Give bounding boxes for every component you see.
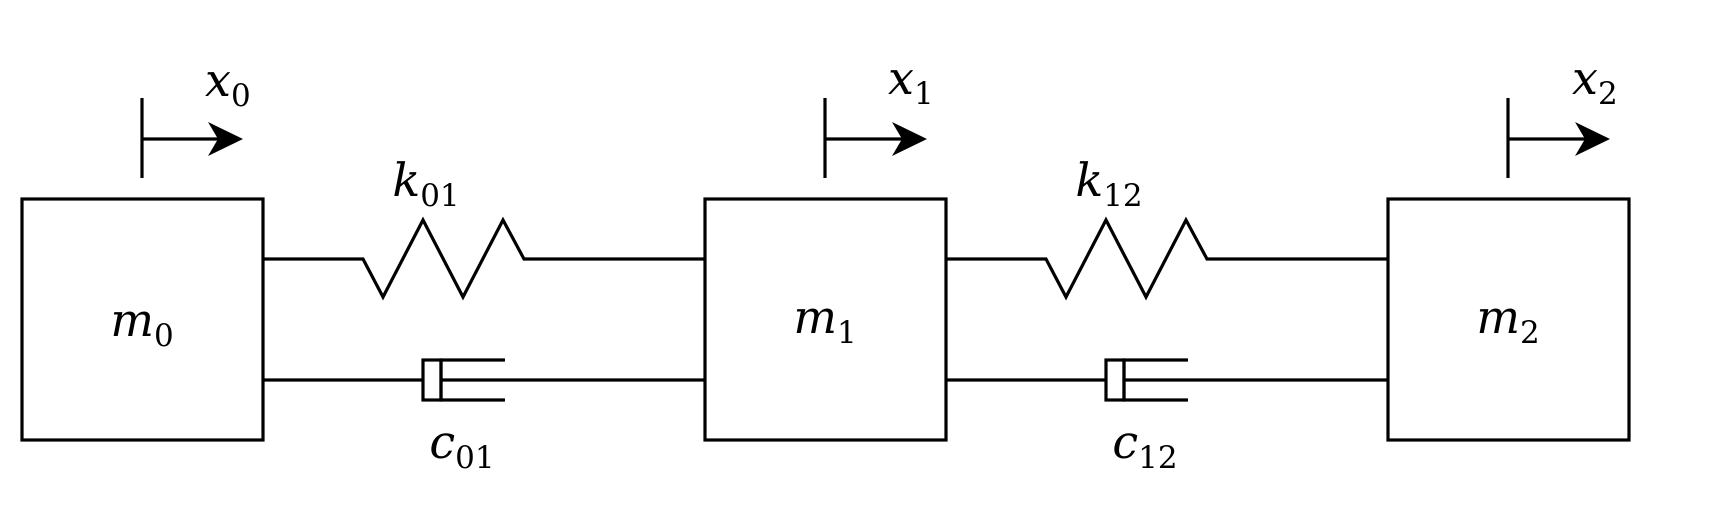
displacement-x0-label: x0	[205, 53, 251, 114]
displacement-x0-arrowhead	[208, 122, 243, 156]
displacement-x2-label: x2	[1572, 51, 1618, 112]
displacement-x1-arrowhead	[892, 122, 927, 156]
spring-k12-coil	[946, 216, 1388, 301]
damper-c12-piston	[1104, 358, 1126, 402]
spring-k01-label: k01	[392, 153, 459, 214]
spring-k12-label: k12	[1075, 153, 1142, 214]
damper-c01-piston	[421, 358, 443, 402]
damper-c01: c01	[263, 358, 705, 476]
mass-0-label: m0	[110, 293, 173, 354]
spring-k01: k01	[263, 153, 705, 301]
displacement-x1-label: x1	[888, 51, 934, 112]
damper-c01-label: c01	[429, 415, 494, 476]
mass-0: m0	[20, 197, 265, 442]
damper-c12: c12	[946, 358, 1388, 476]
mass-2: m2	[1386, 197, 1631, 442]
displacement-x0: x0	[140, 53, 251, 178]
mass-1: m1	[703, 197, 948, 442]
mass-0-box	[20, 197, 265, 442]
displacement-x2-arrowhead	[1575, 122, 1610, 156]
spring-k12: k12	[946, 153, 1388, 301]
spring-k01-coil	[263, 216, 705, 301]
mass-2-label: m2	[1476, 290, 1539, 351]
displacement-x1: x1	[823, 51, 934, 178]
damper-c12-label: c12	[1112, 415, 1177, 476]
displacement-x2: x2	[1506, 51, 1618, 178]
mass-2-box	[1386, 197, 1631, 442]
mass-1-label: m1	[793, 290, 856, 351]
mass-1-box	[703, 197, 948, 442]
